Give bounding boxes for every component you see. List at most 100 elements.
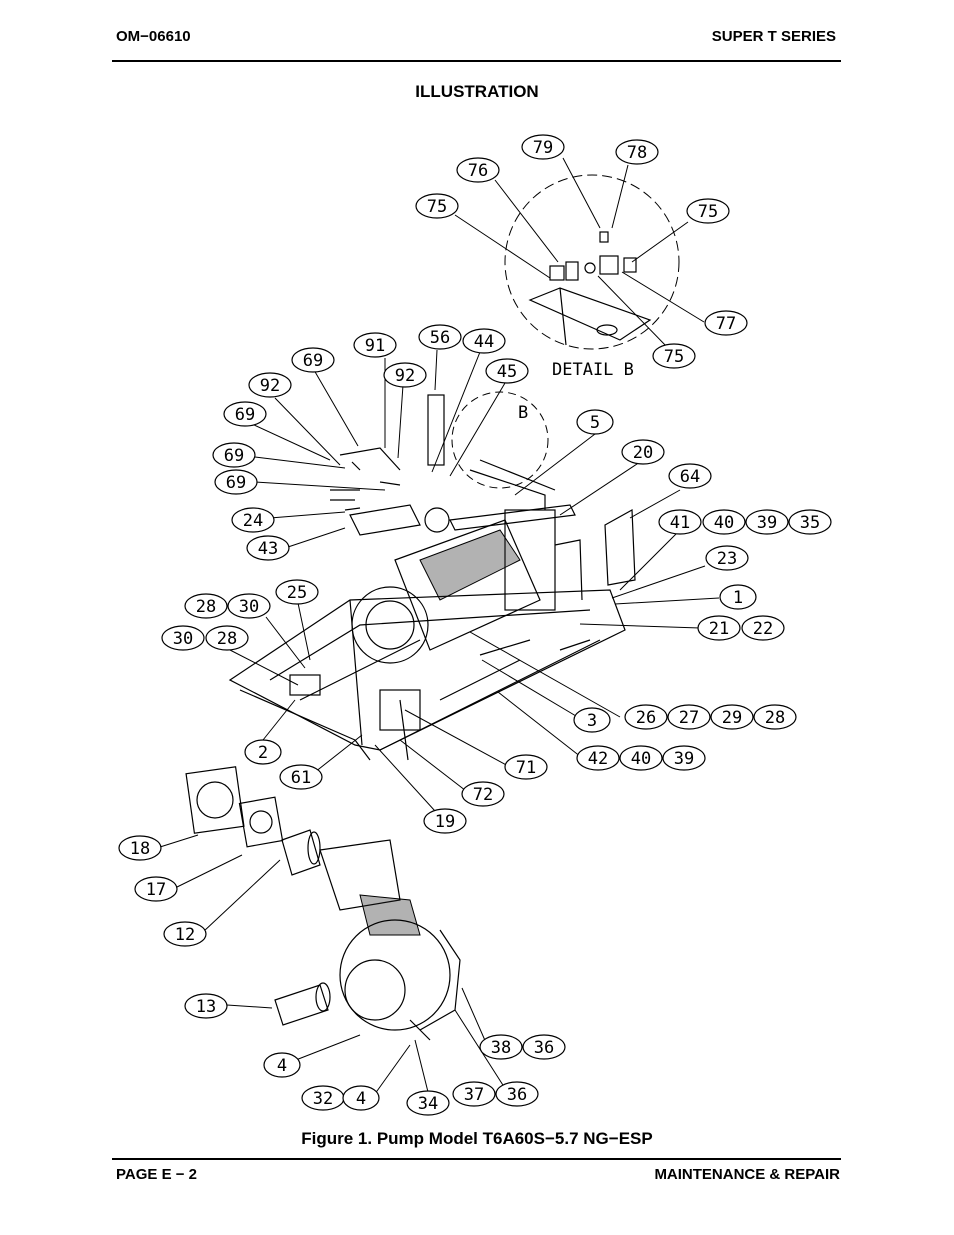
- svg-text:56: 56: [430, 328, 450, 348]
- svg-text:69: 69: [226, 473, 246, 493]
- callout-5: 5: [576, 409, 614, 435]
- svg-text:12: 12: [175, 925, 195, 945]
- callout-76: 76: [456, 157, 500, 183]
- header-rule: [112, 60, 841, 62]
- callout-44: 44: [462, 328, 506, 354]
- svg-text:17: 17: [146, 880, 166, 900]
- callout-30: 30: [161, 625, 205, 651]
- svg-text:37: 37: [464, 1085, 484, 1105]
- callout-75: 75: [652, 343, 696, 369]
- svg-text:4: 4: [277, 1056, 287, 1076]
- callout-4: 4: [342, 1085, 380, 1111]
- svg-text:77: 77: [716, 314, 736, 334]
- callout-21: 21: [697, 615, 741, 641]
- document-number: OM−06610: [116, 28, 191, 45]
- svg-text:71: 71: [516, 758, 536, 778]
- svg-text:35: 35: [800, 513, 820, 533]
- svg-text:43: 43: [258, 539, 278, 559]
- svg-text:22: 22: [753, 619, 773, 639]
- svg-text:42: 42: [588, 749, 608, 769]
- svg-text:91: 91: [365, 336, 385, 356]
- callout-69: 69: [214, 469, 258, 495]
- svg-text:13: 13: [196, 997, 216, 1017]
- series-title: SUPER T SERIES: [711, 28, 836, 45]
- callout-24: 24: [231, 507, 275, 533]
- callout-75: 75: [686, 198, 730, 224]
- detail-b-label: DETAIL B: [552, 360, 634, 380]
- callout-13: 13: [184, 993, 228, 1019]
- svg-text:36: 36: [507, 1085, 527, 1105]
- callout-39: 39: [745, 509, 789, 535]
- callout-36: 36: [522, 1034, 566, 1060]
- svg-text:92: 92: [395, 366, 415, 386]
- callout-28: 28: [184, 593, 228, 619]
- callout-20: 20: [621, 439, 665, 465]
- callout-91: 91: [353, 332, 397, 358]
- leader-lines: [159, 157, 720, 1099]
- callout-3: 3: [573, 707, 611, 733]
- callout-45: 45: [485, 358, 529, 384]
- fitting-assembly-icon: [549, 231, 637, 281]
- svg-text:20: 20: [633, 443, 653, 463]
- callout-32: 32: [301, 1085, 345, 1111]
- callout-75: 75: [415, 193, 459, 219]
- callout-34: 34: [406, 1090, 450, 1116]
- svg-text:28: 28: [217, 629, 237, 649]
- svg-text:72: 72: [473, 785, 493, 805]
- svg-text:28: 28: [196, 597, 216, 617]
- callout-30: 30: [227, 593, 271, 619]
- callout-22: 22: [741, 615, 785, 641]
- callout-1: 1: [719, 584, 757, 610]
- svg-text:23: 23: [717, 549, 737, 569]
- section-title: ILLUSTRATION: [415, 82, 539, 101]
- callout-43: 43: [246, 535, 290, 561]
- svg-text:40: 40: [631, 749, 651, 769]
- callout-69: 69: [212, 442, 256, 468]
- callout-69: 69: [223, 401, 267, 427]
- svg-text:1: 1: [733, 588, 743, 608]
- svg-text:79: 79: [533, 138, 553, 158]
- callout-71: 71: [504, 754, 548, 780]
- callout-56: 56: [418, 324, 462, 350]
- svg-text:34: 34: [418, 1094, 438, 1114]
- callout-4: 4: [263, 1052, 301, 1078]
- svg-text:36: 36: [534, 1038, 554, 1058]
- callout-38: 38: [479, 1034, 523, 1060]
- callout-79: 79: [521, 134, 565, 160]
- callout-12: 12: [163, 921, 207, 947]
- callout-69: 69: [291, 347, 335, 373]
- svg-text:21: 21: [709, 619, 729, 639]
- svg-text:2: 2: [258, 743, 268, 763]
- callout-42: 42: [576, 745, 620, 771]
- callout-92: 92: [383, 362, 427, 388]
- svg-text:39: 39: [757, 513, 777, 533]
- svg-text:69: 69: [303, 351, 323, 371]
- svg-text:69: 69: [224, 446, 244, 466]
- svg-text:28: 28: [765, 708, 785, 728]
- svg-text:45: 45: [497, 362, 517, 382]
- callout-39: 39: [662, 745, 706, 771]
- page-number: PAGE E − 2: [116, 1166, 198, 1183]
- svg-text:19: 19: [435, 812, 455, 832]
- callout-23: 23: [705, 545, 749, 571]
- detail-b-view: DETAIL B: [504, 174, 680, 380]
- svg-text:4: 4: [356, 1089, 366, 1109]
- callout-28: 28: [205, 625, 249, 651]
- callout-78: 78: [615, 139, 659, 165]
- callout-17: 17: [134, 876, 178, 902]
- svg-text:75: 75: [698, 202, 718, 222]
- svg-text:61: 61: [291, 768, 311, 788]
- svg-text:29: 29: [722, 708, 742, 728]
- callout-25: 25: [275, 579, 319, 605]
- svg-text:3: 3: [587, 711, 597, 731]
- callout-35: 35: [788, 509, 832, 535]
- svg-text:44: 44: [474, 332, 494, 352]
- callout-27: 27: [667, 704, 711, 730]
- callout-36: 36: [495, 1081, 539, 1107]
- callout-64: 64: [668, 463, 712, 489]
- svg-text:32: 32: [313, 1089, 333, 1109]
- svg-text:75: 75: [664, 347, 684, 367]
- svg-text:40: 40: [714, 513, 734, 533]
- svg-text:26: 26: [636, 708, 656, 728]
